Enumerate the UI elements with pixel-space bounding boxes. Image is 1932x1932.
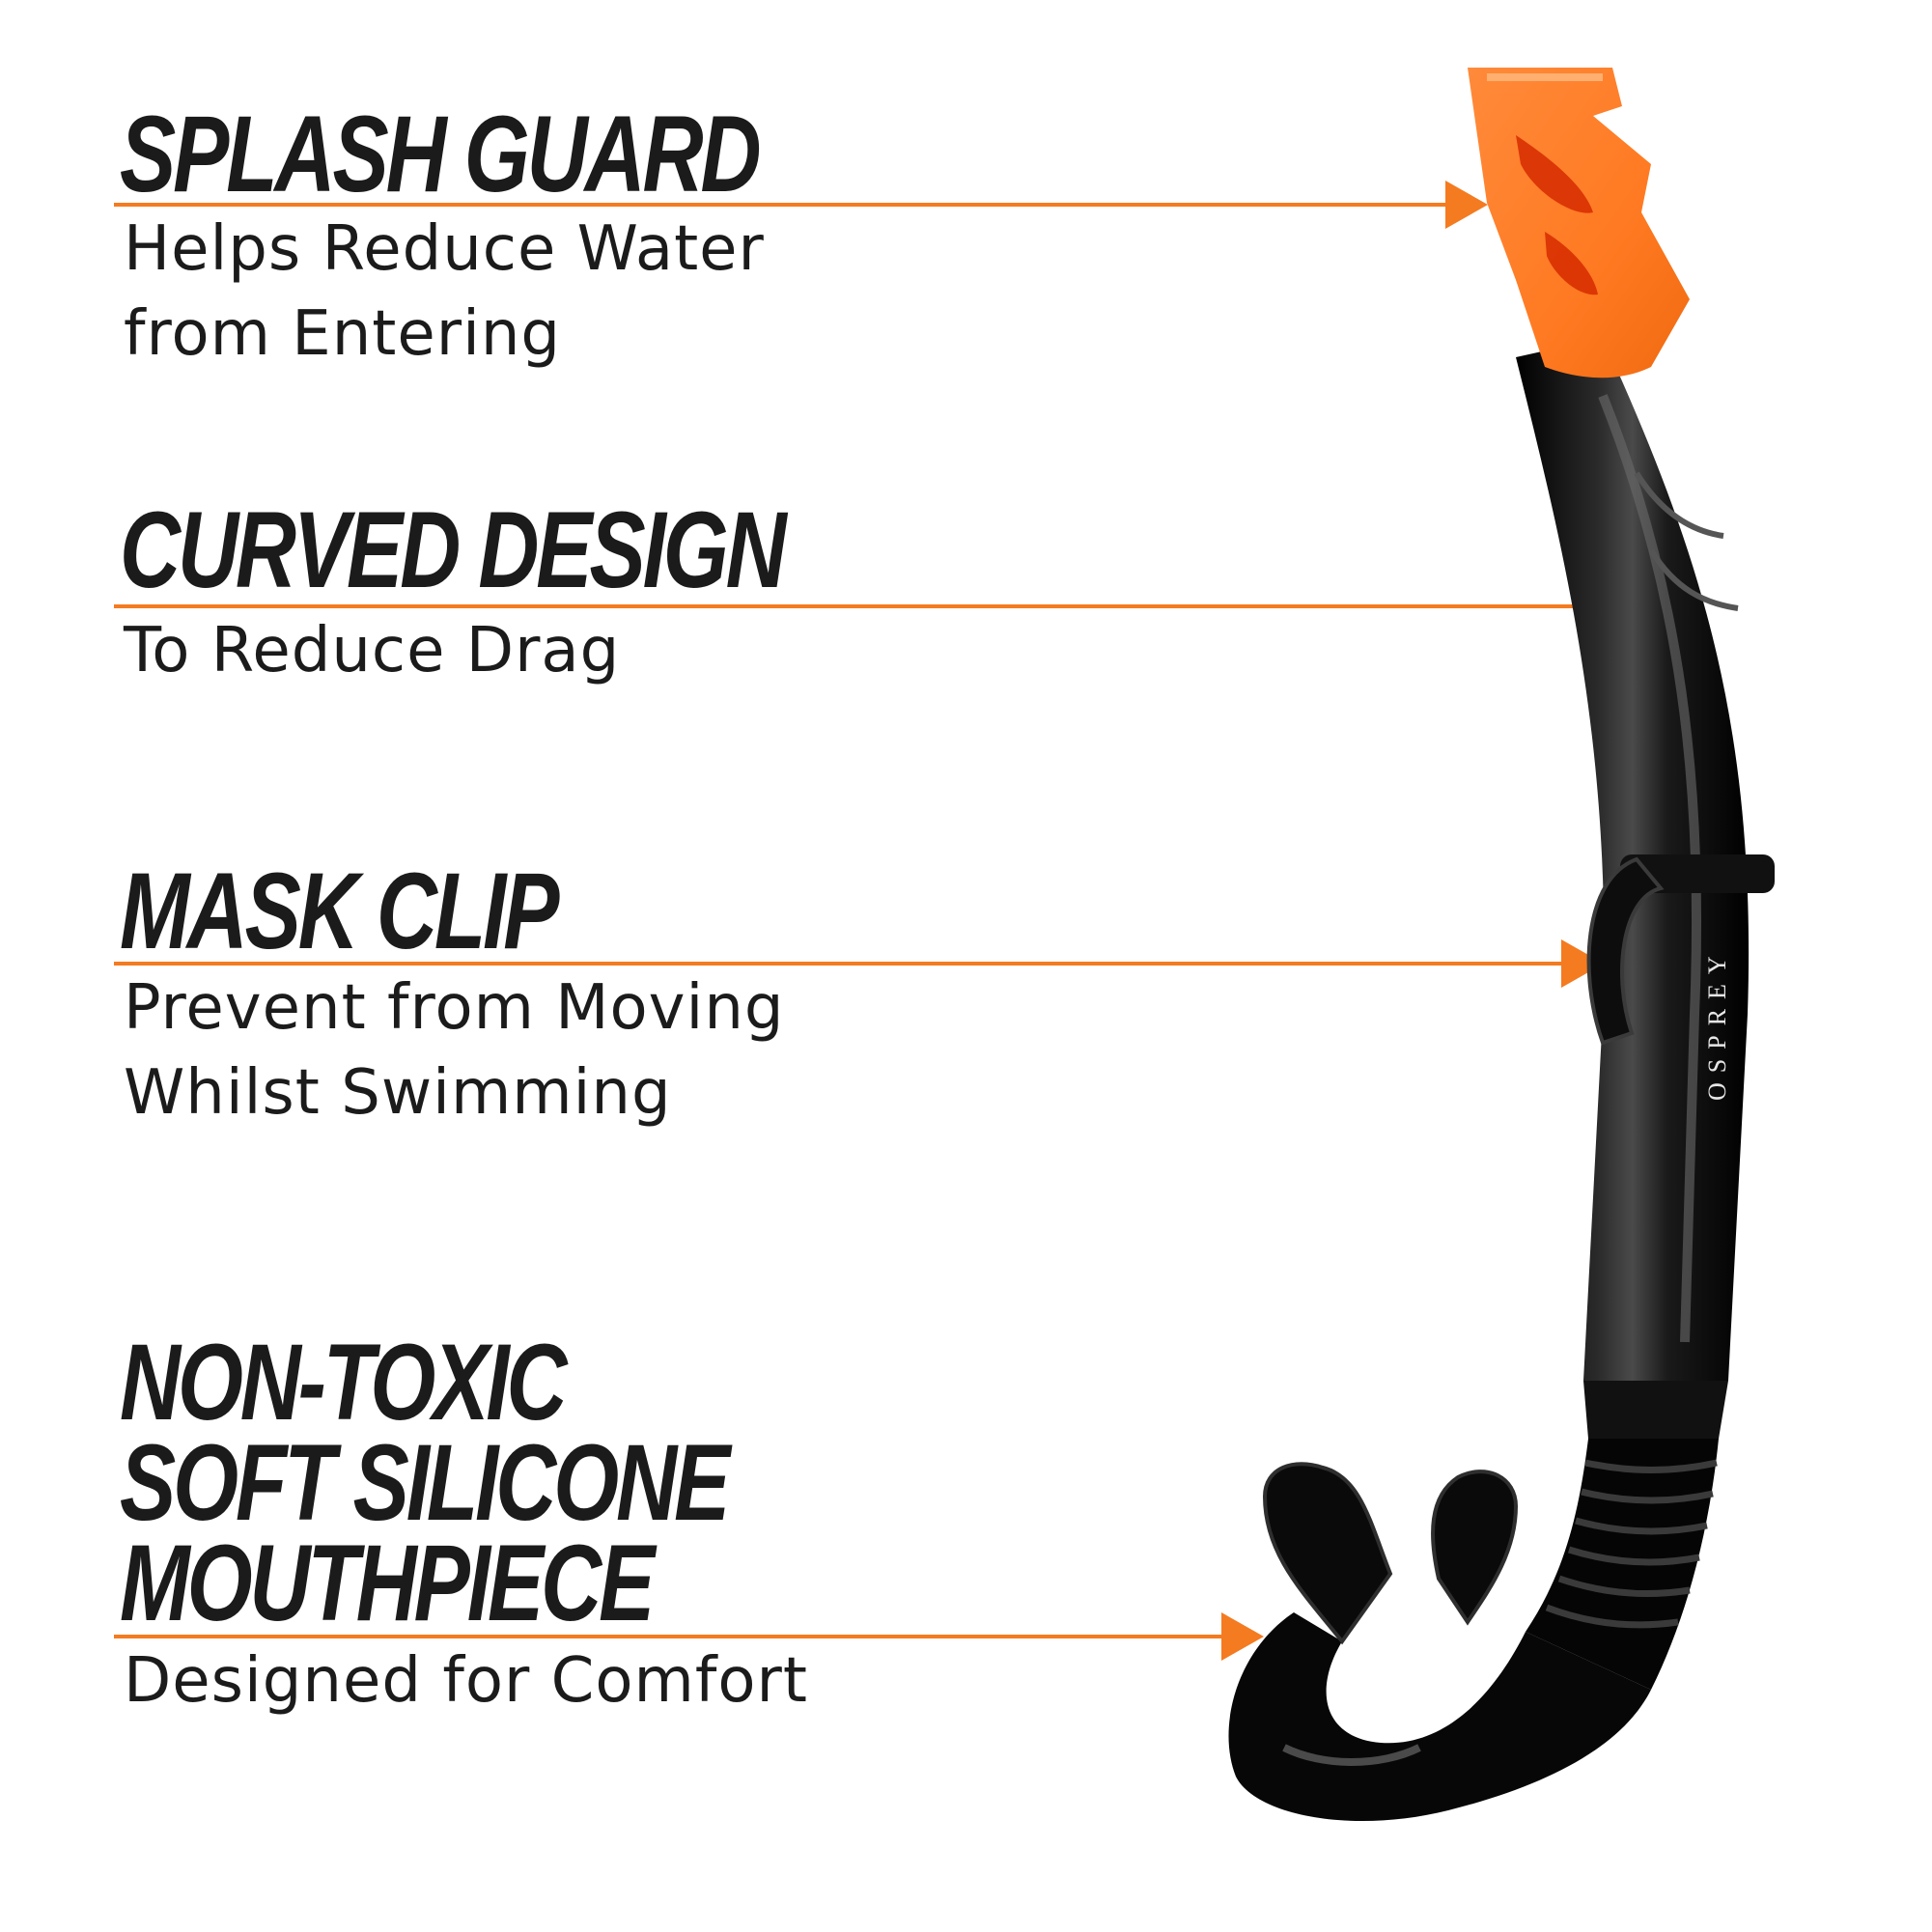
- mouthpiece-bite-left: [1262, 1462, 1393, 1645]
- feature-title: CURVED DESIGN: [120, 490, 787, 610]
- brand-logo: OSPREY: [1703, 946, 1731, 1101]
- feature-description: To Reduce Drag: [124, 615, 621, 686]
- feature-title: SPLASH GUARD: [120, 94, 762, 214]
- tube-groove: [1634, 471, 1724, 539]
- tube-collar: [1583, 1381, 1728, 1439]
- tube-highlight: [1598, 394, 1702, 1343]
- pointer-line: [114, 1635, 1227, 1638]
- mouthpiece-base: [1228, 1612, 1651, 1822]
- tube-groove: [1648, 548, 1739, 611]
- pointer-line: [114, 962, 1567, 966]
- feature-title: NON-TOXIC SOFT SILICONE MOUTHPIECE: [120, 1322, 730, 1643]
- pointer-line: [114, 604, 1615, 608]
- feature-description: Prevent from Moving Whilst Swimming: [124, 972, 785, 1129]
- splash-guard: [1468, 68, 1690, 378]
- feature-title: MASK CLIP: [120, 851, 560, 971]
- feature-description: Designed for Comfort: [124, 1645, 808, 1717]
- pointer-line: [114, 203, 1451, 207]
- mouthpiece-bite-right: [1431, 1470, 1519, 1626]
- flex-hose-ribs: [1545, 1459, 1718, 1629]
- arrow-right-icon: [1445, 181, 1488, 229]
- mask-clip: [1586, 856, 1665, 1046]
- splash-guard-vent: [1516, 135, 1593, 213]
- mouthpiece-highlight: [1282, 1744, 1421, 1766]
- splash-guard-vent: [1545, 232, 1598, 295]
- snorkel-image: OSPREY: [1228, 68, 1775, 1822]
- feature-description: Helps Reduce Water from Entering: [124, 213, 765, 370]
